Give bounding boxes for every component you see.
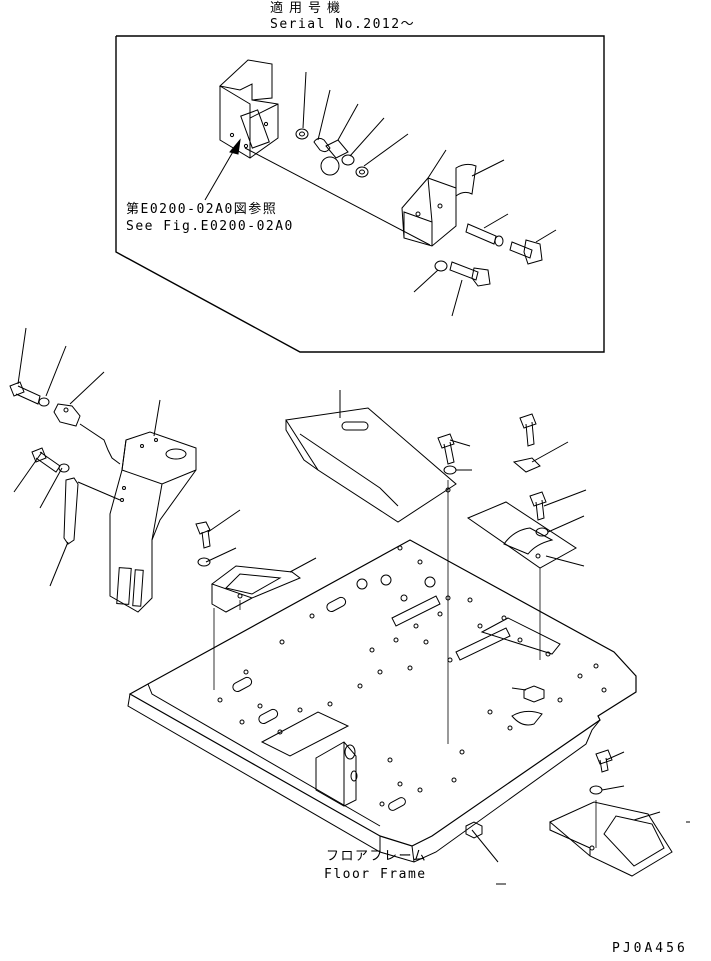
shaft-axis [245,148,430,245]
left-bracket [212,566,300,612]
reference-arrow [205,140,240,200]
inset-detail [116,36,604,352]
applicable-units-label: 適用号機 [270,1,347,16]
left-hardware [10,382,120,544]
assembly-lines [214,480,596,848]
serial-number-label: Serial No.2012～ [270,17,416,32]
main-bolts [196,522,210,566]
floor-frame [128,540,636,862]
floor-holes [218,546,606,806]
console-post [110,432,196,612]
reference-figure-jp: 第E0200-02A0図参照 [126,202,278,217]
knob [321,157,339,175]
inset-border [116,36,604,352]
clip [54,404,80,426]
inset-bracket [220,60,278,158]
reference-figure-en: See Fig.E0200-02A0 [126,219,294,234]
inset-cover [402,178,456,246]
nut-right [524,686,544,702]
inset-leaders [303,72,556,316]
label-plate [456,164,476,196]
bottom-cover [550,802,672,876]
main-leaders [14,328,690,884]
inset-bolt-lower [450,262,490,286]
nut-bottom [466,822,482,838]
right-hardware [438,414,548,536]
inset-bolt-upper [510,240,542,264]
stay [64,478,78,544]
floor-frame-label-jp: フロアフレーム [326,849,428,864]
upper-plate [286,408,456,522]
floor-frame-label-en: Floor Frame [324,867,427,882]
right-plate [468,502,576,568]
figure-id: PJ0A456 [612,941,688,956]
